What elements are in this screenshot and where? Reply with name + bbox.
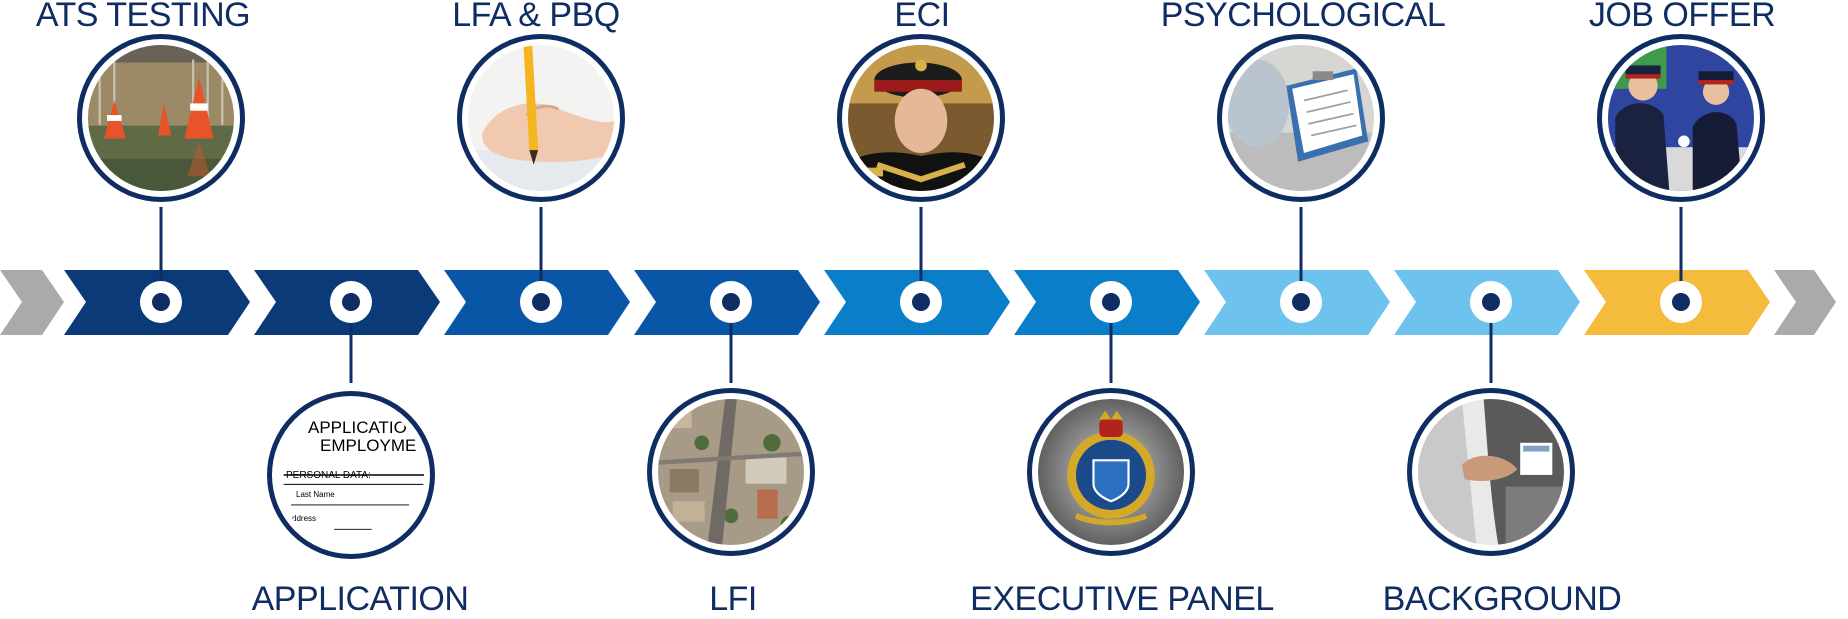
photo-ats-testing xyxy=(77,34,245,202)
stage-markers xyxy=(140,281,1702,323)
stage-label-executive-panel: EXECUTIVE PANEL xyxy=(970,580,1274,618)
form-field-address: ddress xyxy=(292,514,317,523)
aerial-city-view-image xyxy=(658,399,804,545)
application-form-image xyxy=(283,474,424,530)
stage-marker-dot-2 xyxy=(532,293,550,311)
stage-label-ats-testing: ATS TESTING xyxy=(35,0,251,34)
stage-label-psychological: PSYCHOLOGICAL xyxy=(1160,0,1446,34)
stage-label-lfi: LFI xyxy=(709,580,757,618)
photo-lfa-pbq xyxy=(457,34,625,202)
interview-hands-image xyxy=(1418,399,1564,545)
stage-label-lfa-pbq: LFA & PBQ xyxy=(452,0,620,34)
stage-label-background: BACKGROUND xyxy=(1382,580,1622,618)
gym-traffic-cones-image xyxy=(88,45,234,191)
photo-background xyxy=(1407,388,1575,556)
stage-label-job-offer: JOB OFFER xyxy=(1588,0,1776,34)
badge-ceremony-image xyxy=(1608,45,1754,191)
stage-marker-dot-4 xyxy=(912,293,930,311)
chevron-end xyxy=(1774,270,1836,335)
stage-label-application: APPLICATION xyxy=(251,580,469,618)
photo-job-offer xyxy=(1597,34,1765,202)
form-title-line2: EMPLOYME xyxy=(320,436,417,455)
hand-writing-pencil-image xyxy=(468,45,614,191)
cadet-in-uniform-image xyxy=(848,45,994,191)
form-title-line1: APPLICATIO xyxy=(308,418,407,437)
stage-marker-dot-6 xyxy=(1292,293,1310,311)
stage-marker-dot-5 xyxy=(1102,293,1120,311)
stage-label-eci: ECI xyxy=(894,0,950,34)
photo-eci xyxy=(837,34,1005,202)
form-field-last-name: Last Name xyxy=(296,490,335,499)
stage-marker-dot-1 xyxy=(342,293,360,311)
form-section-label: PERSONAL DATA: xyxy=(286,470,371,481)
clipboard-assessment-image xyxy=(1228,45,1374,191)
photo-executive-panel xyxy=(1027,388,1195,556)
stage-marker-dot-0 xyxy=(152,293,170,311)
photo-psychological xyxy=(1217,34,1385,202)
stage-marker-dot-7 xyxy=(1482,293,1500,311)
photo-application: APPLICATIO EMPLOYME PERSONAL DATA: Last … xyxy=(267,391,435,559)
photo-lfi xyxy=(647,388,815,556)
police-crest-image xyxy=(1038,399,1184,545)
stage-marker-dot-8 xyxy=(1672,293,1690,311)
stage-marker-dot-3 xyxy=(722,293,740,311)
chevron-start xyxy=(0,270,64,335)
